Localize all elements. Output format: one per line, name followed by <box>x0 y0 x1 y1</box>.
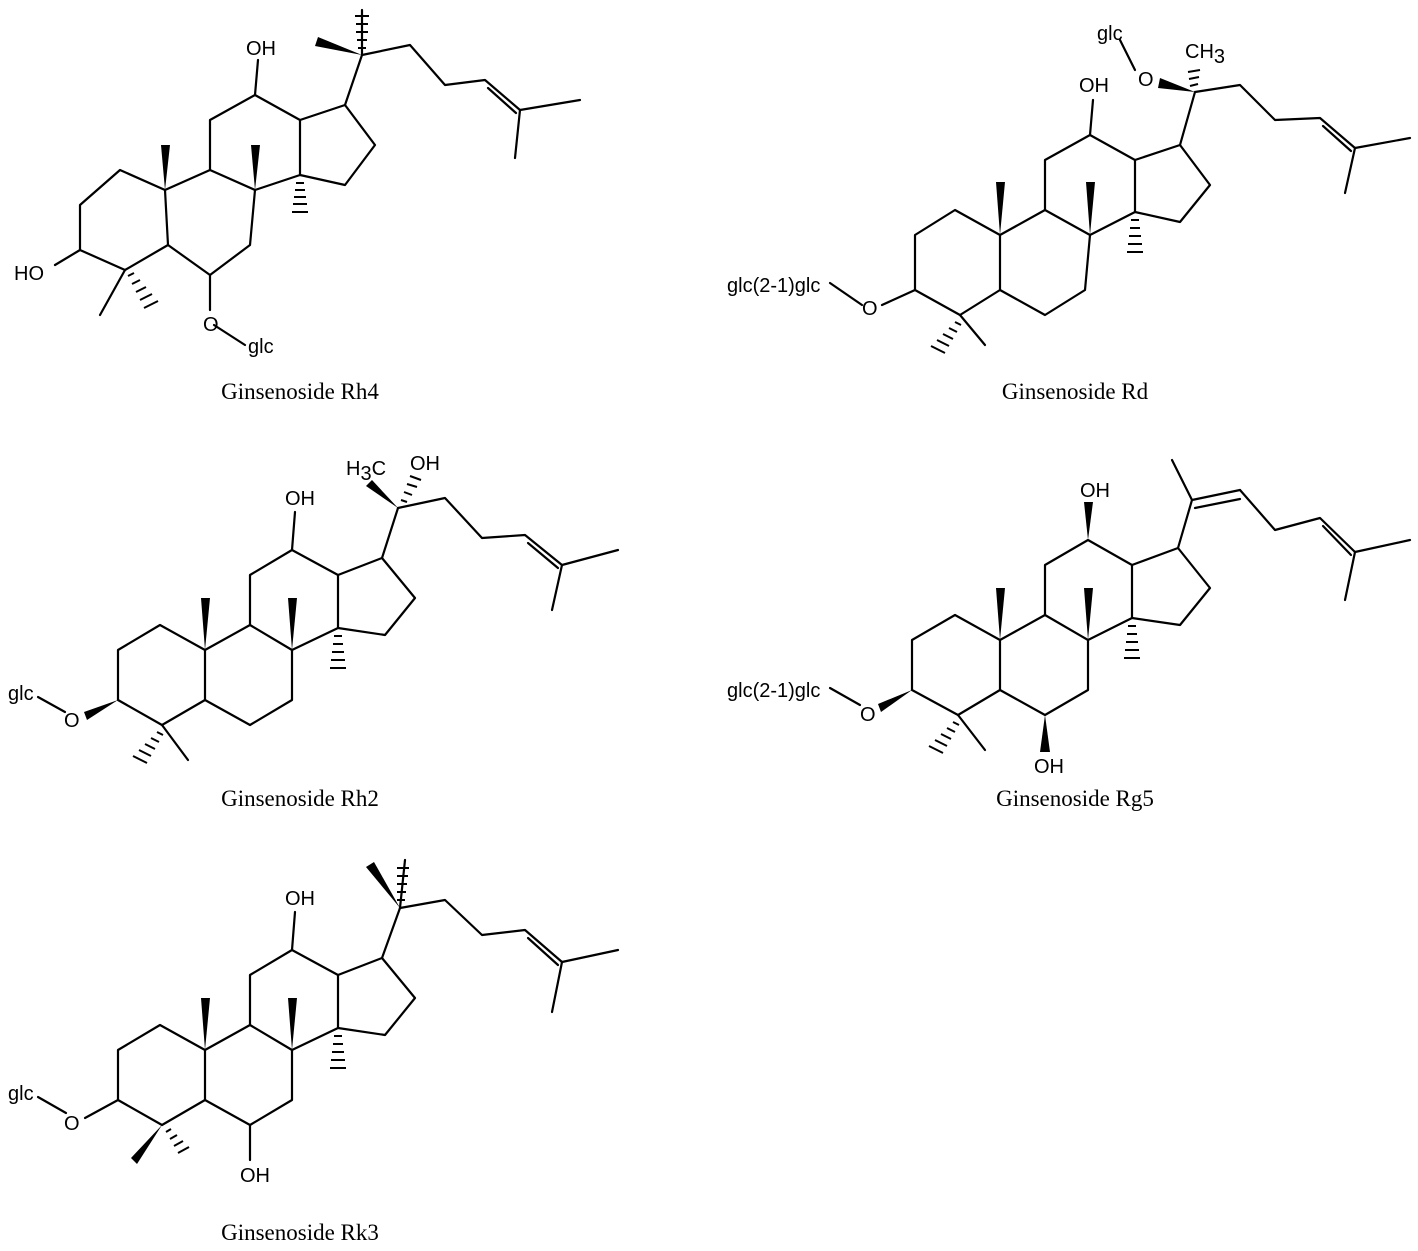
rh2-skeleton <box>36 475 620 764</box>
rh2-caption: Ginsenoside Rh2 <box>221 786 379 811</box>
rh2-oh12-label: OH <box>285 488 315 510</box>
rd-glc20-label: glc <box>1097 23 1123 45</box>
rg5-glc3-label: glc(2-1)glc <box>727 680 820 702</box>
rh2-o3-label: O <box>64 710 80 732</box>
rk3-oh6-label: OH <box>240 1165 270 1187</box>
rh4-glc6-label: glc <box>248 336 274 358</box>
rg5-oh12-label: OH <box>1080 480 1110 502</box>
compound-rh2: H3C OH OH glc O Ginsenoside Rh2 <box>8 453 620 811</box>
rd-oh12-label: OH <box>1079 75 1109 97</box>
rh2-oh20-label: OH <box>410 453 440 475</box>
rk3-skeleton <box>36 858 620 1164</box>
rg5-caption: Ginsenoside Rg5 <box>996 786 1154 811</box>
rk3-glc3-label: glc <box>8 1083 34 1105</box>
rh4-o6-label: O <box>203 314 219 336</box>
rg5-skeleton <box>828 458 1412 754</box>
rd-ch3-label: CH3 <box>1185 41 1225 68</box>
rd-glc3-label: glc(2-1)glc <box>727 275 820 297</box>
rk3-caption: Ginsenoside Rk3 <box>221 1220 379 1245</box>
rd-o3-label: O <box>862 298 878 320</box>
rk3-o3-label: O <box>64 1113 80 1135</box>
rh4-skeleton <box>53 8 582 347</box>
compound-rg5: OH glc(2-1)glc O OH Ginsenoside Rg5 <box>727 458 1412 811</box>
rh4-caption: Ginsenoside Rh4 <box>221 379 379 404</box>
rd-caption: Ginsenoside Rd <box>1002 379 1149 404</box>
rh2-h3c-label: H3C <box>346 458 386 485</box>
compound-rd: glc O CH3 OH glc(2-1)glc O Ginsenoside R… <box>727 23 1412 404</box>
rh4-ho3-label: HO <box>14 263 44 285</box>
rd-skeleton <box>828 38 1412 354</box>
compound-rh4: OH HO O glc Ginsenoside Rh4 <box>14 8 582 404</box>
rg5-oh6-label: OH <box>1034 756 1064 778</box>
rk3-oh12-label: OH <box>285 888 315 910</box>
compound-rk3: OH glc O OH Ginsenoside Rk3 <box>8 858 620 1245</box>
rg5-o3-label: O <box>860 704 876 726</box>
rh2-glc3-label: glc <box>8 683 34 705</box>
rh4-oh12-label: OH <box>246 38 276 60</box>
rd-o20-label: O <box>1138 69 1154 91</box>
